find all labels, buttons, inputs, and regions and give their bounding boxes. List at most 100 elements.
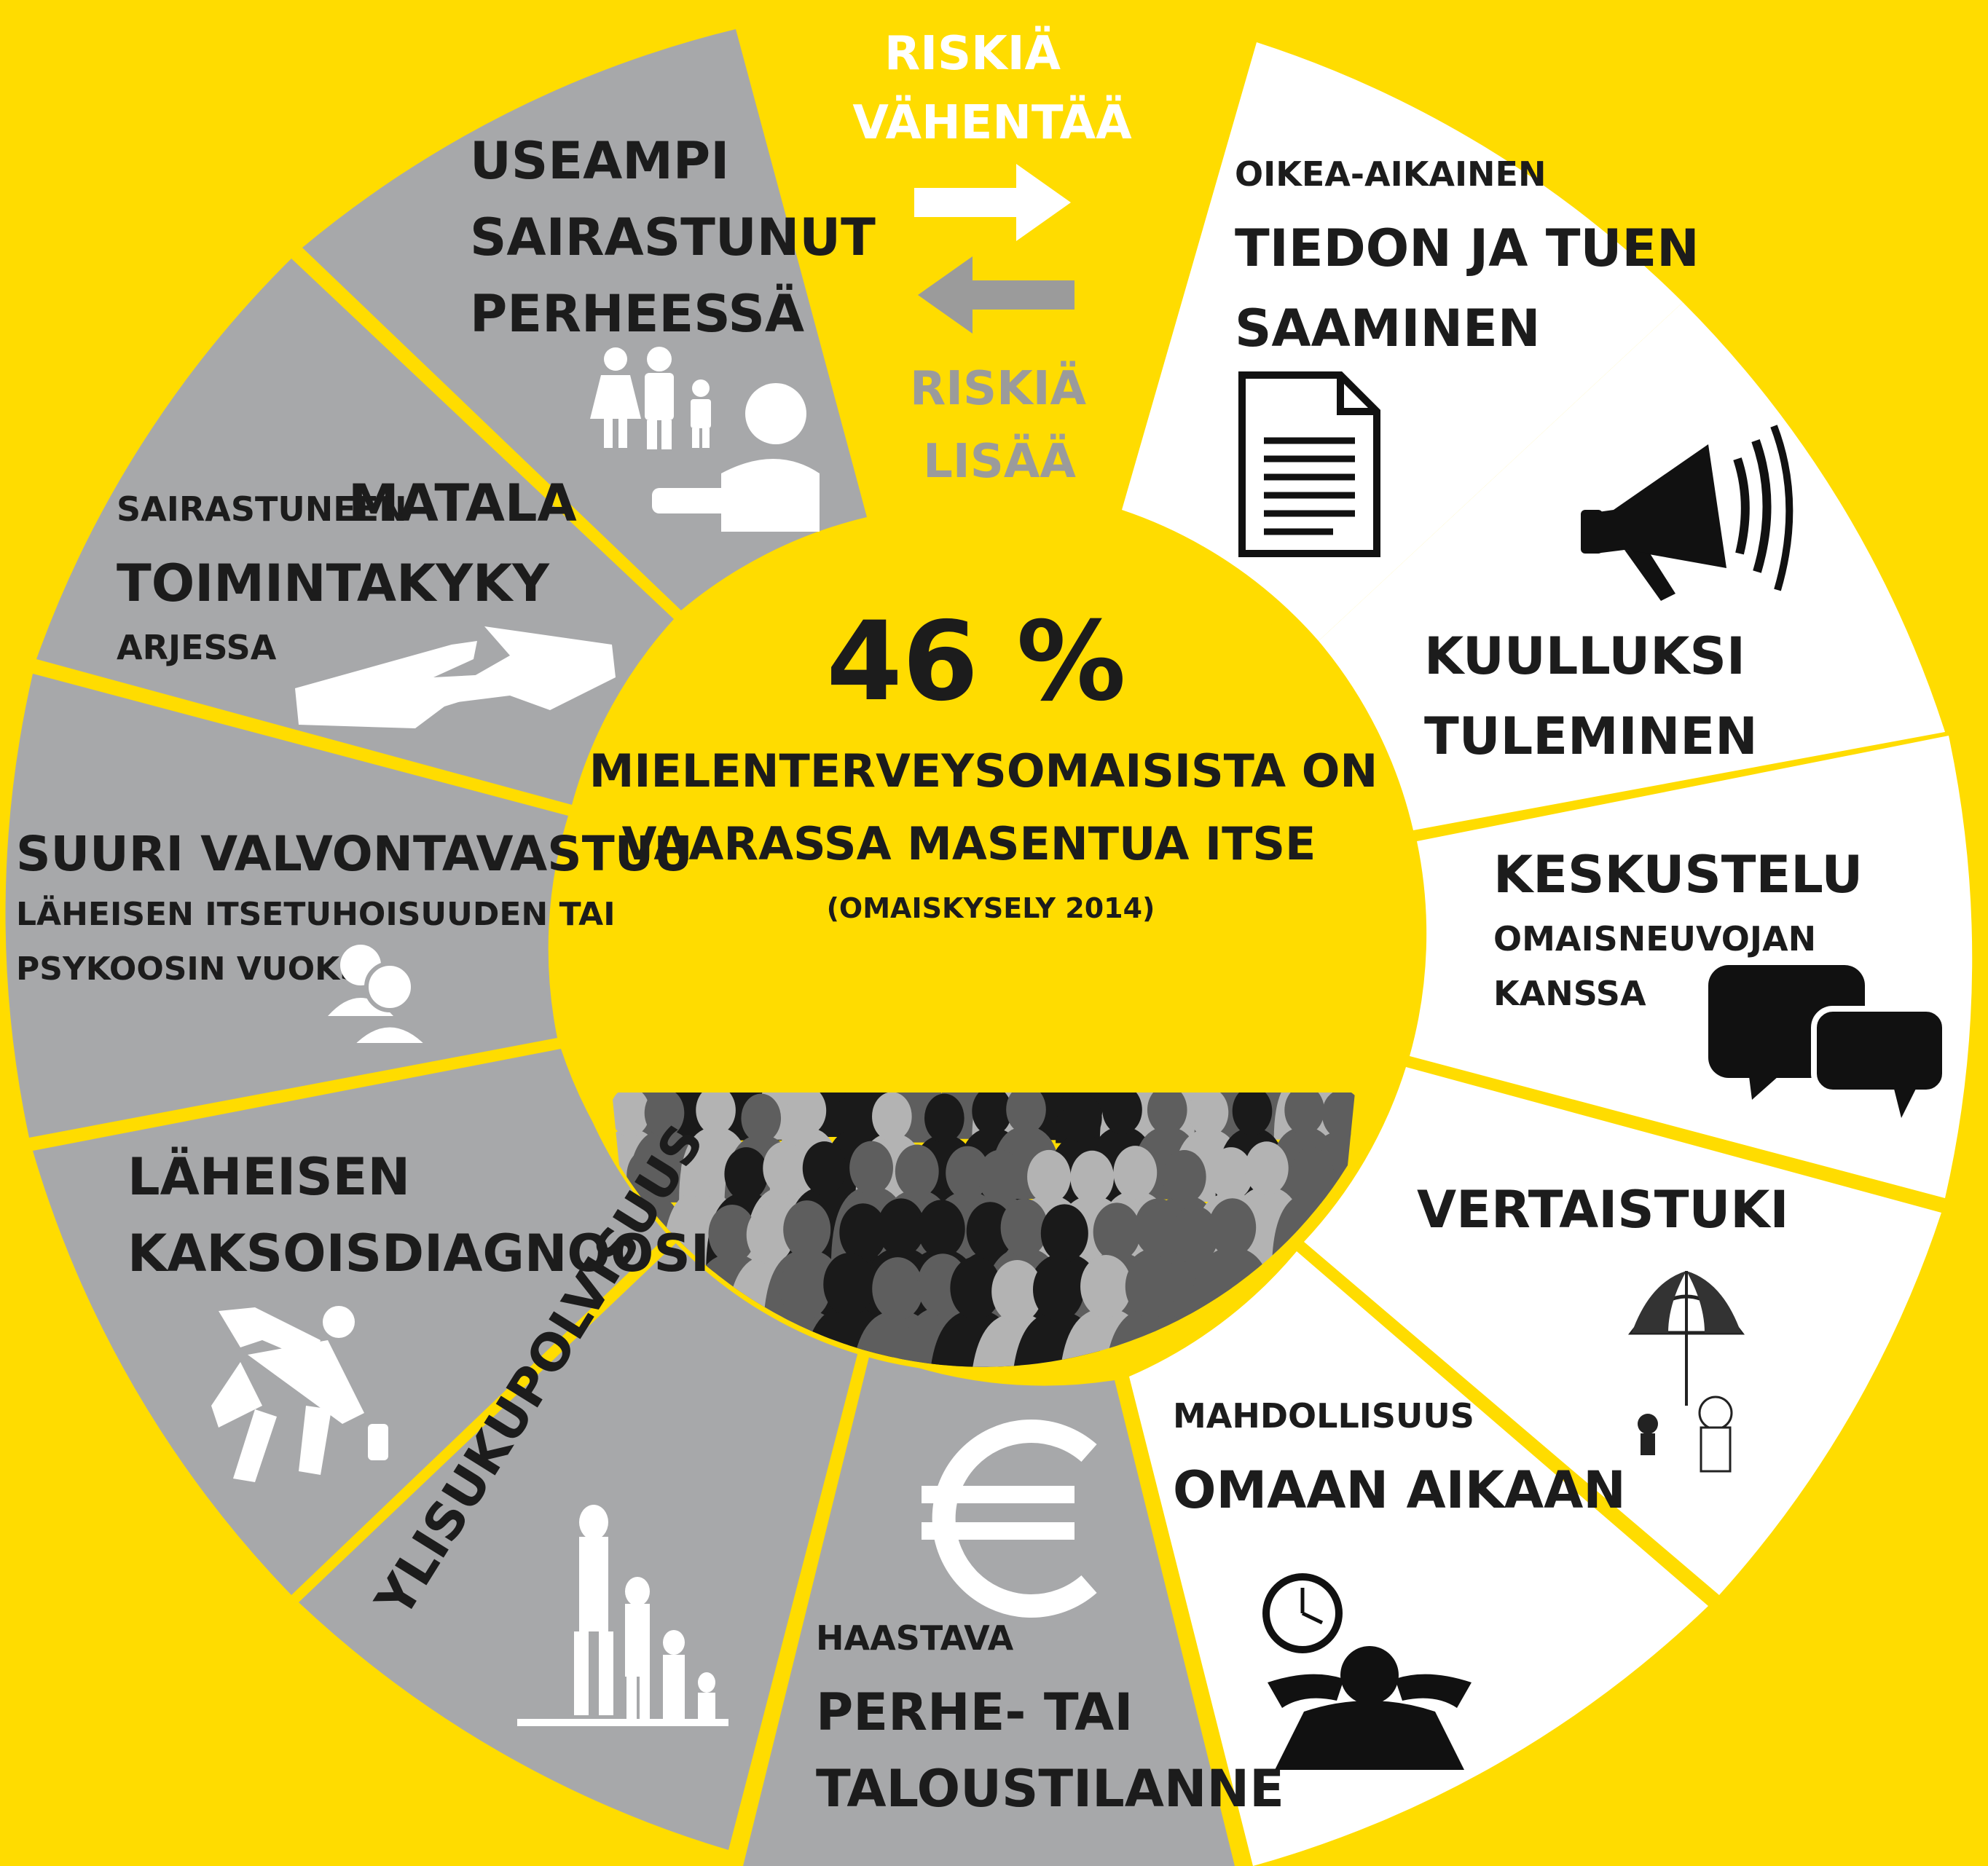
crowd-head	[644, 1093, 685, 1138]
valvontavastuu-line-2: LÄHEISEN ITSETUHOISUUDEN TAI	[16, 894, 616, 933]
helping-hands-icon	[295, 626, 616, 728]
crowd-head	[991, 1259, 1043, 1323]
crowd-head	[783, 1200, 831, 1259]
crowd-head	[1134, 1198, 1182, 1257]
crowd-head	[724, 1147, 769, 1201]
crowd-head	[612, 1093, 651, 1137]
center-stat: 46 %	[826, 599, 1125, 725]
omaan-aikaan-line-1: MAHDOLLISUUS	[1173, 1396, 1474, 1436]
talous-line-1: HAASTAVA	[816, 1618, 1014, 1658]
drunk-person-icon	[211, 1306, 388, 1482]
crowd-head	[802, 1141, 846, 1195]
kaksoisdiagnoosi-line-1: LÄHEISEN	[127, 1147, 410, 1207]
crowd-head	[972, 1093, 1012, 1135]
crowd-head	[1209, 1147, 1253, 1201]
toimintakyky-line-3: TOIMINTAKYKY	[117, 554, 550, 613]
valvontavastuu-line-3: PSYKOOSIN VUOKSI	[16, 950, 374, 988]
keskustelu-line-3: KANSSA	[1493, 974, 1646, 1013]
arrow-right-icon	[914, 164, 1071, 241]
kuulluksi-line-2: TULEMINEN	[1424, 706, 1758, 766]
crowd-head	[779, 1256, 831, 1320]
crowd-head	[895, 1144, 939, 1199]
keskustelu-line-2: OMAISNEUVOJAN	[1493, 919, 1816, 958]
crowd-head	[1070, 1150, 1115, 1205]
talous-line-2: PERHE- TAI	[816, 1682, 1133, 1742]
tiedon-line-1: OIKEA-AIKAINEN	[1235, 154, 1546, 194]
crowd-head	[708, 1204, 756, 1263]
crowd-head	[1080, 1255, 1132, 1318]
perheessa-line-3: PERHEESSÄ	[470, 284, 804, 344]
crowd-head	[626, 1148, 671, 1202]
crowd-head	[1290, 1147, 1334, 1201]
segment-omaan-aikaan	[1129, 1251, 1708, 1866]
crowd-head	[786, 1093, 827, 1135]
legend-decrease-line-1: RISKIÄ	[884, 25, 1061, 81]
legend: RISKIÄ VÄHENTÄÄ RISKIÄ LISÄÄ	[852, 25, 1132, 489]
people-icon	[328, 945, 434, 1047]
crowd-head	[1244, 1141, 1289, 1195]
crowd-head	[741, 1093, 782, 1143]
valvontavastuu-line-1: SUURI VALVONTAVASTUU	[16, 826, 693, 882]
perheessa-line-2: SAIRASTUNUT	[470, 208, 876, 267]
crowd-head	[950, 1256, 1002, 1320]
crowd-head	[838, 1093, 878, 1137]
crowd-head	[1093, 1202, 1141, 1261]
talous-line-3: TALOUSTILANNE	[816, 1759, 1284, 1819]
crowd-head	[1027, 1149, 1071, 1204]
chat-bubbles-icon	[1708, 965, 1948, 1118]
crowd-head	[1006, 1093, 1046, 1134]
crowd-head	[966, 1202, 1014, 1261]
center-line-2: VAARASSA MASENTUA ITSE	[622, 817, 1316, 870]
legend-increase-line-2: LISÄÄ	[923, 433, 1076, 489]
relaxing-clock-icon	[1262, 1573, 1472, 1770]
crowd-head	[1000, 1198, 1048, 1257]
crowd-head	[872, 1093, 912, 1141]
crowd-head	[1209, 1198, 1257, 1257]
crowd-head	[1032, 1258, 1085, 1321]
kaksoisdiagnoosi-line-2: KAKSOISDIAGNOOSI	[127, 1224, 710, 1283]
toimintakyky-line-4: ARJESSA	[117, 628, 277, 667]
segment-vertaistuki	[1304, 1067, 1941, 1595]
crowd-head	[946, 1146, 990, 1200]
center-source: (OMAISKYSELY 2014)	[827, 892, 1155, 924]
tiedon-line-2: TIEDON JA TUEN	[1235, 219, 1700, 278]
crowd-head	[696, 1093, 736, 1135]
crowd-head	[1162, 1150, 1206, 1204]
family-doctor-icon	[590, 347, 820, 532]
crowd-head	[839, 1203, 887, 1262]
crowd-head	[1284, 1093, 1324, 1135]
arrow-left-icon	[918, 256, 1074, 334]
segment-talous	[743, 1351, 1235, 1866]
crowd-head	[849, 1141, 893, 1195]
toimintakyky-line-2: MATALA	[348, 473, 577, 533]
crowd-icon	[612, 1093, 1355, 1367]
crowd-head	[877, 1198, 925, 1257]
crowd-head	[1102, 1093, 1142, 1135]
crowd-head	[872, 1257, 924, 1320]
crowd-head	[1125, 1255, 1176, 1318]
euro-icon	[922, 1420, 1097, 1618]
umbrella-icon	[1627, 1271, 1745, 1473]
keskustelu-line-1: KESKUSTELU	[1493, 845, 1863, 905]
crowd-head	[1113, 1146, 1158, 1200]
perheessa-line-1: USEAMPI	[470, 131, 729, 191]
crowd-head	[917, 1200, 965, 1259]
crowd-head	[823, 1253, 875, 1316]
crowd-head	[763, 1141, 807, 1195]
crowd-head	[1062, 1093, 1102, 1143]
legend-increase-line-1: RISKIÄ	[910, 361, 1087, 416]
document-icon	[1238, 371, 1380, 557]
crowd-head	[1188, 1093, 1229, 1137]
omaan-aikaan-line-2: OMAAN AIKAAN	[1173, 1460, 1626, 1520]
crowd-head	[924, 1093, 964, 1143]
kuulluksi-line-1: KUULLUKSI	[1424, 626, 1745, 686]
segment-kuulluksi	[1319, 302, 1945, 830]
legend-decrease-line-2: VÄHENTÄÄ	[852, 95, 1132, 150]
crowd-head	[978, 1149, 1022, 1204]
crowd-head	[1171, 1205, 1219, 1264]
segment-perheessa	[302, 29, 867, 610]
tiedon-line-3: SAAMINEN	[1235, 299, 1540, 358]
toimintakyky-line-1: SAIRASTUNEEN	[117, 489, 407, 529]
